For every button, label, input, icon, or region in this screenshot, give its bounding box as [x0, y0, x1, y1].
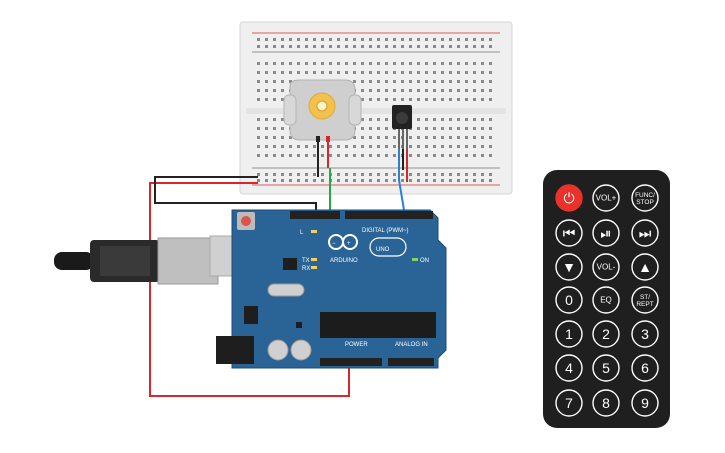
remote-button-label: VOL+ [596, 194, 617, 203]
remote-button-label: 2 [602, 326, 610, 342]
remote-button-grid: ⏻ VOL+ FUNC/STOP ⏮ ⏯ ⏭ ▼ VOL- ▲ 0 EQ ST/REPT 1 2 3 4 5 6 7… [555, 184, 659, 417]
dc-motor[interactable] [283, 79, 362, 142]
small-chip [296, 322, 302, 328]
uno-label: UNO [376, 247, 390, 253]
remote-button-label: VOL- [597, 263, 616, 272]
remote-button-label: ⏭ [639, 225, 652, 241]
power-header[interactable] [320, 358, 382, 366]
remote-button-play-pause[interactable]: ⏯ [592, 219, 620, 247]
remote-button-label: REPT [636, 301, 653, 308]
analog-header[interactable] [388, 358, 434, 366]
wire-red-5v[interactable] [149, 182, 350, 397]
usb-cable[interactable] [54, 235, 263, 285]
brand-label: ARDUINO [330, 258, 358, 264]
rx-label: RX [302, 266, 310, 272]
power-jack[interactable] [216, 336, 254, 364]
led-l [311, 230, 317, 233]
capacitor-1 [267, 339, 289, 361]
remote-button-vol-down[interactable]: VOL- [592, 253, 620, 281]
remote-button-st-rept[interactable]: ST/REPT [631, 286, 659, 314]
atmega-chip [320, 312, 436, 338]
svg-text:−: − [332, 241, 336, 247]
digital-header-right[interactable] [345, 211, 433, 219]
remote-button-label: 9 [641, 395, 649, 411]
tx-label: TX [302, 258, 310, 264]
l-label: L [300, 230, 304, 236]
breadboard-channel [246, 108, 506, 114]
remote-button-label: ⏻ [563, 190, 574, 206]
ir-receiver[interactable] [392, 105, 412, 149]
ir-remote[interactable]: ⏻ VOL+ FUNC/STOP ⏮ ⏯ ⏭ ▼ VOL- ▲ 0 EQ ST/REPT 1 2 3 4 5 6 7… [543, 170, 670, 428]
remote-button-func-stop[interactable]: FUNC/STOP [631, 184, 659, 212]
breadboard-holes [257, 38, 492, 182]
digital-header-left[interactable] [290, 211, 340, 219]
breadboard[interactable] [239, 21, 513, 195]
remote-button-eight[interactable]: 8 [592, 389, 620, 417]
analog-label: ANALOG IN [395, 342, 428, 348]
remote-button-label: 8 [602, 395, 610, 411]
remote-button-label: 3 [641, 326, 649, 342]
digital-label: DIGITAL (PWM~) [362, 228, 409, 234]
remote-button-one[interactable]: 1 [555, 320, 583, 348]
remote-button-label: ⏯ [600, 225, 611, 241]
remote-button-label: 7 [565, 395, 573, 411]
led-rx [311, 266, 317, 269]
remote-button-label: 0 [565, 292, 573, 308]
remote-button-label: 1 [565, 326, 573, 342]
led-tx [311, 258, 317, 261]
crystal [267, 283, 305, 297]
remote-button-label: ⏮ [563, 225, 576, 241]
remote-button-four[interactable]: 4 [555, 354, 583, 382]
remote-button-label: FUNC/ [635, 192, 655, 199]
arduino-uno[interactable]: − + ARDUINO UNO DIGITAL (PWM~) ANALOG IN… [216, 209, 447, 369]
led-on [412, 258, 418, 261]
remote-button-up[interactable]: ▲ [631, 253, 659, 281]
remote-button-two[interactable]: 2 [592, 320, 620, 348]
usb-chip [283, 258, 297, 270]
wire-blue-ir[interactable] [398, 149, 405, 211]
remote-button-six[interactable]: 6 [631, 354, 659, 382]
remote-button-down[interactable]: ▼ [555, 253, 583, 281]
arduino-logo: − + [328, 234, 358, 250]
remote-button-nine[interactable]: 9 [631, 389, 659, 417]
remote-button-label: ▼ [562, 259, 576, 275]
remote-button-label: 5 [602, 360, 610, 376]
remote-button-vol-up[interactable]: VOL+ [592, 184, 620, 212]
regulator [244, 306, 258, 324]
remote-button-three[interactable]: 3 [631, 320, 659, 348]
power-label: POWER [345, 342, 368, 348]
remote-button-label: EQ [600, 296, 612, 305]
wire-black-gnd[interactable] [154, 176, 317, 215]
uno-badge [369, 237, 407, 257]
remote-button-label: STOP [636, 199, 654, 206]
svg-text:+: + [347, 241, 351, 247]
remote-button-next[interactable]: ⏭ [631, 219, 659, 247]
remote-button-five[interactable]: 5 [592, 354, 620, 382]
capacitor-2 [290, 339, 312, 361]
remote-button-label: ST/ [640, 294, 650, 301]
reset-button-cap[interactable] [241, 216, 251, 226]
remote-button-label: 6 [641, 360, 649, 376]
remote-button-label: 4 [565, 360, 573, 376]
remote-button-eq[interactable]: EQ [592, 286, 620, 314]
remote-button-label: ▲ [638, 259, 652, 275]
remote-button-power[interactable]: ⏻ [555, 184, 583, 212]
remote-button-prev[interactable]: ⏮ [555, 219, 583, 247]
remote-button-zero[interactable]: 0 [555, 286, 583, 314]
on-label: ON [420, 258, 429, 264]
remote-button-seven[interactable]: 7 [555, 389, 583, 417]
